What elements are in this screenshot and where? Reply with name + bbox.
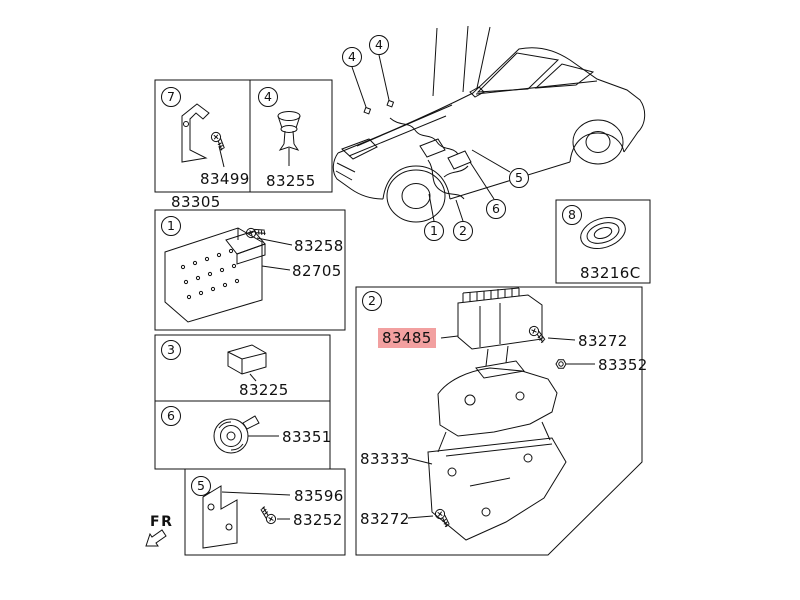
part-drawing-83351-horn (213, 415, 279, 454)
part-label-83272-upper: 83272 (578, 332, 628, 350)
callout-panel-1: 1 (161, 216, 181, 236)
callout-panel-7: 7 (161, 87, 181, 107)
part-label-83596: 83596 (294, 487, 344, 505)
part-label-83352: 83352 (598, 356, 648, 374)
part-label-83225: 83225 (239, 381, 289, 399)
callout-panel-3: 3 (161, 340, 181, 360)
part-drawing-assembly-83485 (407, 287, 595, 541)
part-drawing-83499 (181, 103, 230, 168)
panel-8-border (555, 199, 651, 284)
part-label-83499: 83499 (200, 170, 250, 188)
part-drawing-83216c-grommet (580, 216, 626, 250)
part-label-83485-highlighted: 83485 (378, 328, 436, 348)
part-label-83272-lower: 83272 (360, 510, 410, 528)
fr-direction-label: FR (150, 514, 174, 530)
part-label-83255: 83255 (266, 172, 316, 190)
panel-1-border (154, 209, 346, 331)
part-label-82705: 82705 (292, 262, 342, 280)
part-drawing-82705-83258 (164, 222, 293, 323)
part-drawing-83255 (277, 111, 301, 166)
fr-arrow-icon (145, 529, 167, 547)
part-label-83305: 83305 (171, 193, 221, 211)
part-label-83333: 83333 (360, 450, 410, 468)
callout-car-2: 2 (453, 221, 473, 241)
car-illustration (332, 25, 646, 223)
callout-panel-6: 6 (161, 406, 181, 426)
panel-4-border (249, 79, 333, 193)
part-drawing-83596-83252 (202, 485, 291, 549)
callout-panel-5: 5 (191, 476, 211, 496)
callout-panel-8: 8 (562, 205, 582, 225)
part-drawing-83225 (227, 344, 267, 382)
part-label-83216c: 83216C (580, 264, 641, 282)
callout-car-6: 6 (486, 199, 506, 219)
panel-2-border (355, 286, 643, 556)
callout-car-4b: 4 (369, 35, 389, 55)
panel-5-border (184, 468, 346, 556)
part-label-83258: 83258 (294, 237, 344, 255)
panel-borders (154, 79, 651, 556)
callout-car-1: 1 (424, 221, 444, 241)
callout-panel-4: 4 (258, 87, 278, 107)
callout-car-5: 5 (509, 168, 529, 188)
part-label-83252: 83252 (293, 511, 343, 529)
callout-panel-2: 2 (362, 291, 382, 311)
part-label-83351: 83351 (282, 428, 332, 446)
callout-car-4a: 4 (342, 47, 362, 67)
